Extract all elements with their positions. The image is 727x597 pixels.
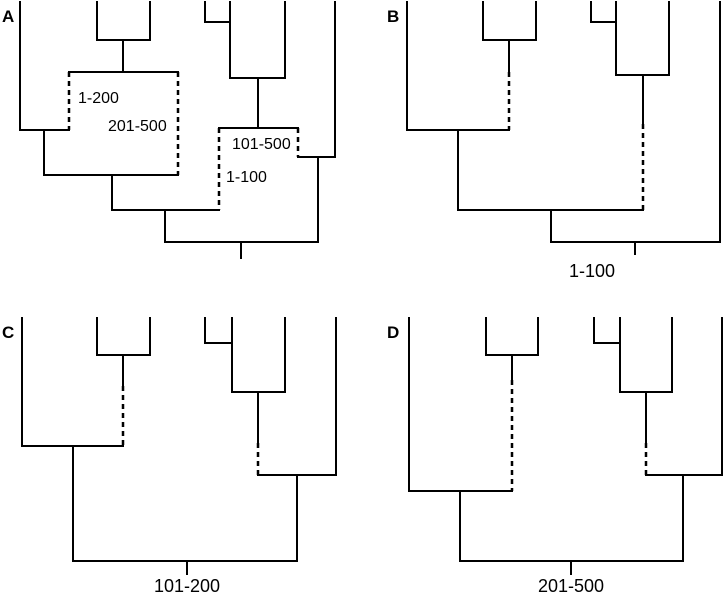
panel-a-letter: A — [2, 7, 14, 26]
panel-c-caption: 101-200 — [154, 576, 220, 596]
panel-b-branch — [590, 1, 617, 23]
panel-c-branch — [72, 445, 298, 562]
panel-c-branch — [231, 317, 286, 393]
panel-b-tree — [406, 1, 721, 255]
region-label: 201-500 — [108, 118, 167, 135]
panel-c-letter: C — [2, 323, 14, 342]
panel-d-branch — [645, 317, 723, 476]
panel-a-tree — [19, 1, 336, 259]
panel-d: D 201-500 — [387, 317, 723, 596]
panel-b-branch — [457, 129, 644, 211]
panel-b-branch — [550, 1, 721, 243]
region-label: 101-500 — [232, 136, 291, 153]
panel-a-branch — [96, 1, 151, 41]
panel-b-letter: B — [387, 7, 399, 26]
panel-d-dashed-branches — [510, 380, 648, 491]
region-label: 1-200 — [78, 90, 119, 107]
panel-d-branch — [619, 317, 673, 393]
panel-b-dashed-branches — [507, 72, 645, 210]
panel-a-branch — [43, 129, 179, 176]
panel-c-tree — [21, 317, 337, 575]
panel-d-branch — [408, 317, 513, 492]
panel-a: A 1-200 201-500 101-500 1-1 — [2, 1, 336, 259]
panel-d-branch — [459, 474, 684, 562]
panel-b-branch — [615, 1, 670, 76]
panel-b-caption: 1-100 — [569, 261, 615, 281]
panel-c-branch — [204, 317, 233, 344]
panel-c-branch — [21, 317, 124, 447]
panel-a-dashed-branches — [67, 72, 300, 210]
region-label: 1-100 — [226, 169, 267, 186]
panel-c: C 101-200 — [2, 317, 337, 596]
panel-c-dashed-branches — [121, 386, 260, 475]
panel-d-branch — [485, 317, 539, 356]
panel-a-branch — [111, 174, 220, 211]
panel-d-tree — [408, 317, 723, 575]
panel-b-branch — [406, 1, 510, 131]
panel-b: B 1-100 — [387, 1, 721, 281]
panel-c-branch — [96, 317, 151, 356]
panel-a-branch — [229, 1, 286, 79]
panel-d-caption: 201-500 — [538, 576, 604, 596]
panel-d-letter: D — [387, 323, 399, 342]
panel-a-branch — [297, 1, 336, 158]
panel-c-branch — [257, 317, 337, 476]
panel-a-branch — [19, 1, 70, 131]
panel-a-branch — [204, 1, 231, 23]
panel-b-branch — [482, 1, 537, 41]
panel-d-branch — [593, 317, 621, 344]
